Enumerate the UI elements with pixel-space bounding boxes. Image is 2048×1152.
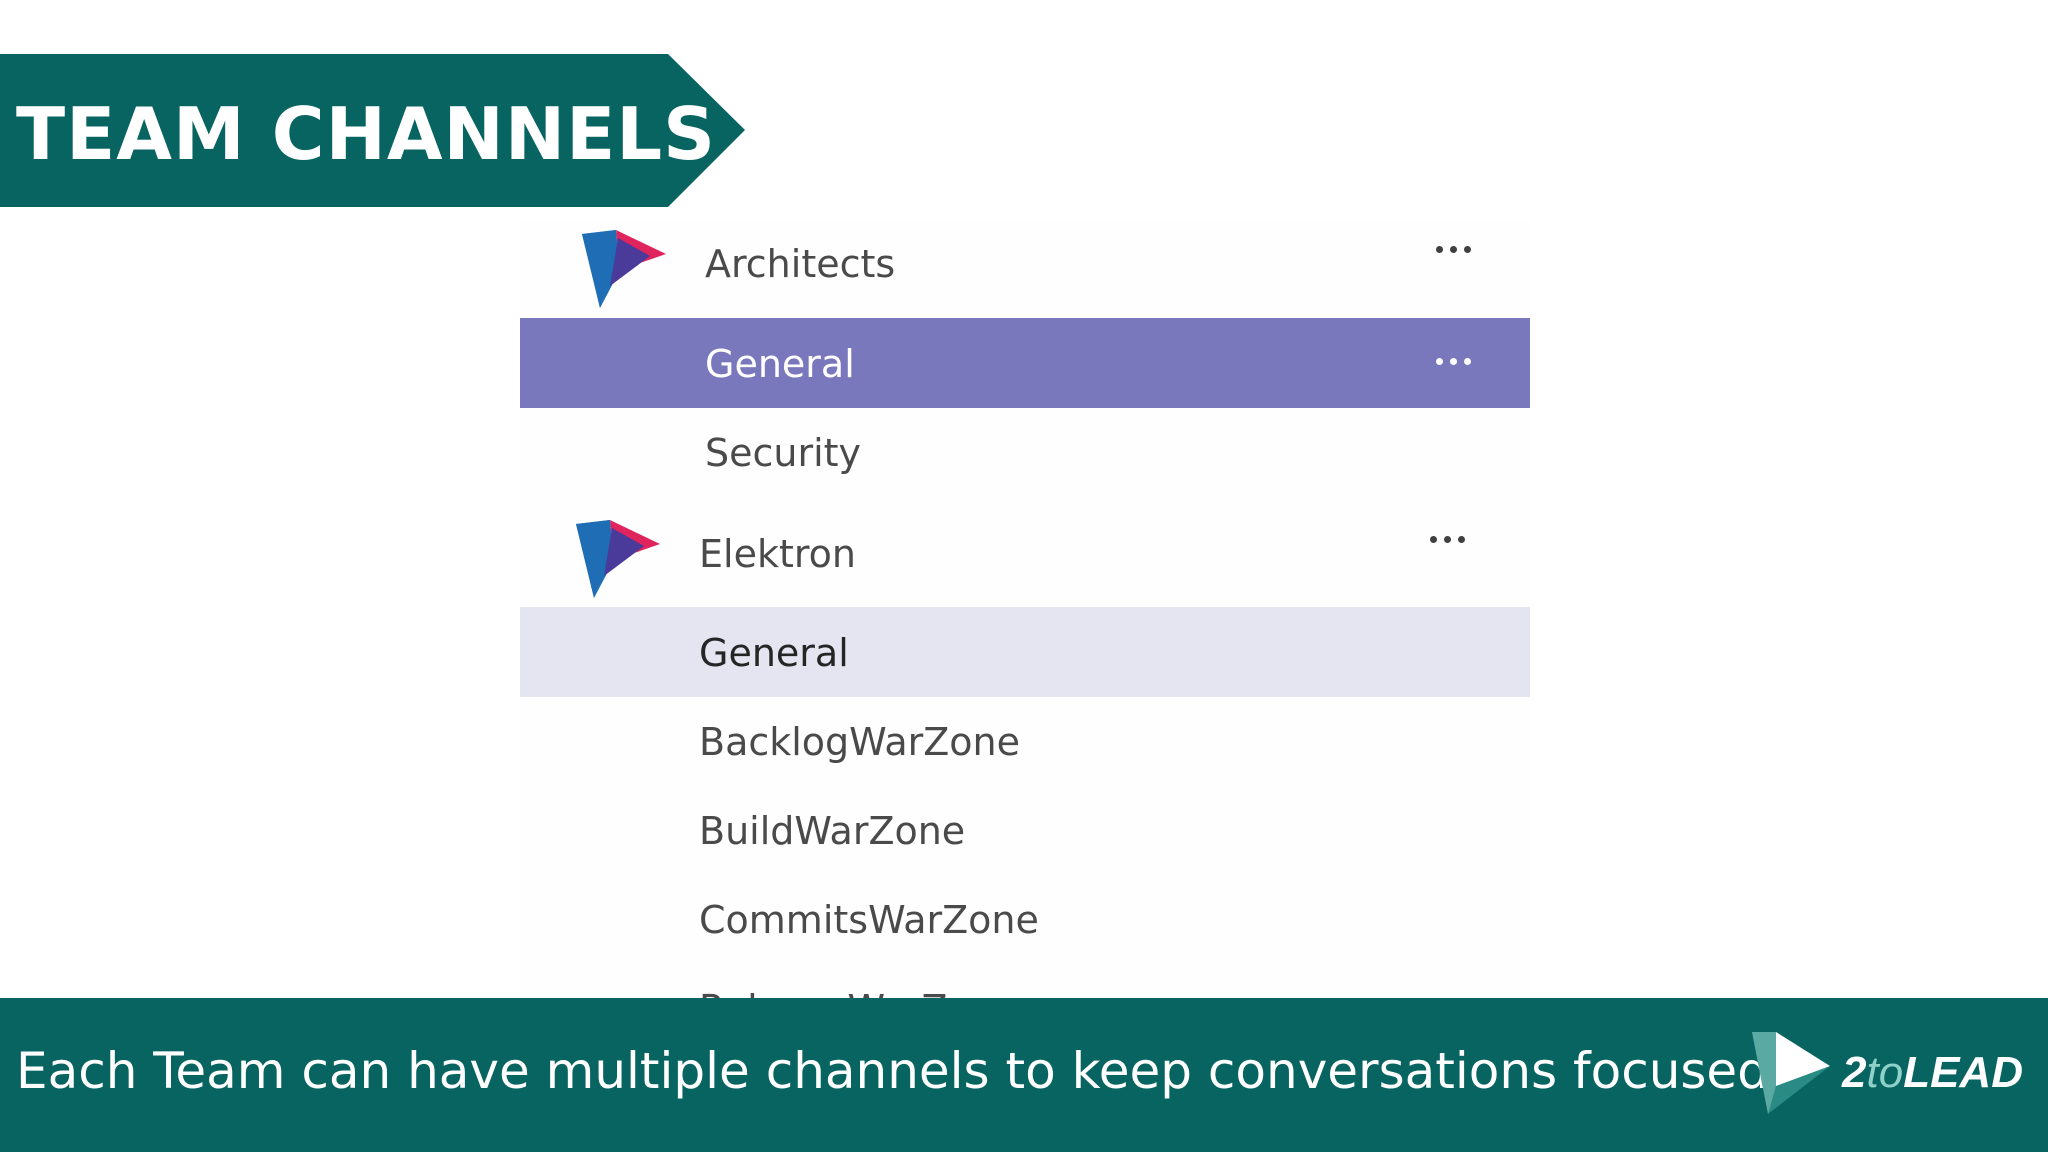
teams-channel-list: Architects General Security Elektron Gen…	[520, 220, 1530, 998]
brand-logo: 2toLEAD	[1842, 1048, 2023, 1098]
triangle-logo-icon	[576, 520, 660, 598]
brand-prefix: 2	[1842, 1048, 1867, 1097]
channel-label: ReleaseWarZone	[699, 987, 1018, 998]
brand-suffix: LEAD	[1903, 1048, 2023, 1097]
more-options-icon[interactable]	[1436, 358, 1480, 370]
channel-label: General	[705, 342, 855, 386]
more-options-icon[interactable]	[1436, 246, 1480, 258]
channel-item-commitswarzone[interactable]: CommitsWarZone	[520, 874, 1530, 964]
play-triangle-icon	[1752, 1032, 1830, 1114]
channel-item-elektron-general[interactable]: General	[520, 607, 1530, 697]
channel-label: BuildWarZone	[699, 809, 966, 853]
team-name: Elektron	[699, 532, 856, 576]
channel-item-security[interactable]: Security	[520, 407, 1530, 497]
brand-to: to	[1866, 1048, 1904, 1097]
channel-item-architects-general[interactable]: General	[520, 318, 1530, 408]
team-row-elektron[interactable]: Elektron	[520, 510, 1530, 600]
more-options-icon[interactable]	[1430, 536, 1474, 548]
channel-label: CommitsWarZone	[699, 898, 1039, 942]
title-banner-shape	[0, 54, 745, 207]
title-banner: TEAM CHANNELS	[0, 54, 745, 207]
channel-label: Security	[705, 431, 862, 475]
channel-label: BacklogWarZone	[699, 720, 1020, 764]
footer-caption-bar: Each Team can have multiple channels to …	[0, 998, 2048, 1152]
channel-item-backlogwarzone[interactable]: BacklogWarZone	[520, 696, 1530, 786]
channel-item-releasewarzone[interactable]: ReleaseWarZone	[520, 963, 1530, 998]
slide-title: TEAM CHANNELS	[16, 92, 716, 176]
channel-item-buildwarzone[interactable]: BuildWarZone	[520, 785, 1530, 875]
team-name: Architects	[705, 242, 896, 286]
channel-label: General	[699, 631, 849, 675]
triangle-logo-icon	[582, 230, 666, 308]
footer-caption: Each Team can have multiple channels to …	[16, 1042, 1769, 1100]
team-row-architects[interactable]: Architects	[520, 220, 1530, 310]
